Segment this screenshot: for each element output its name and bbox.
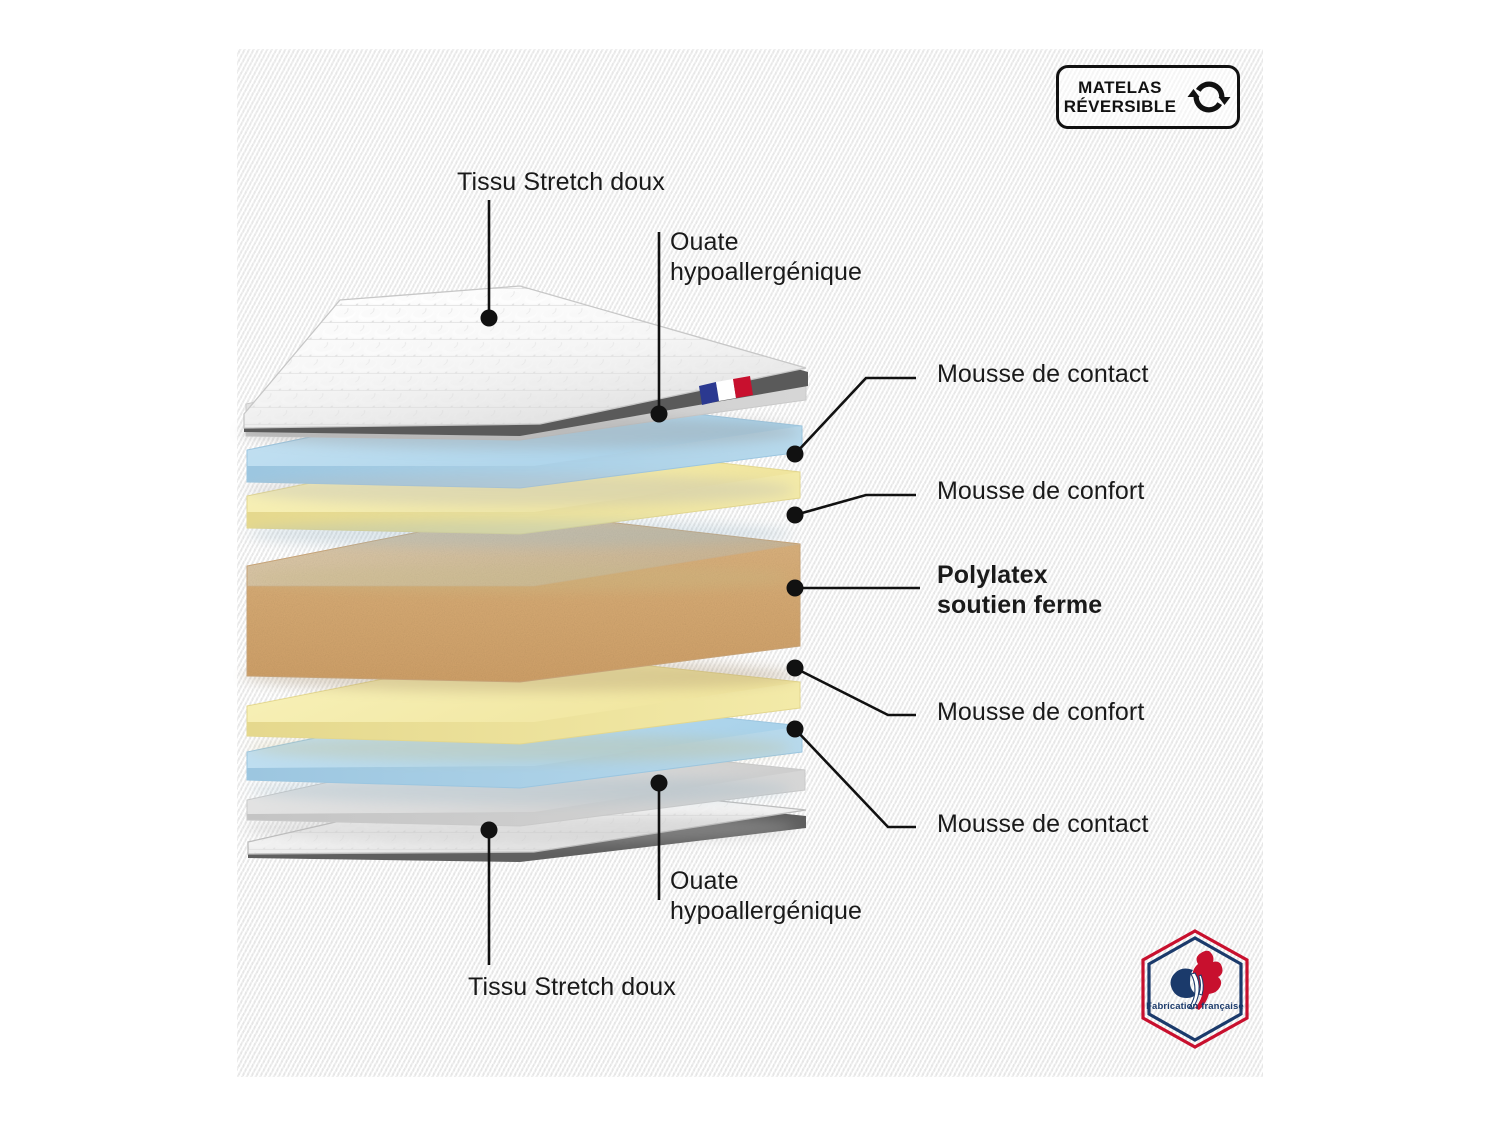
label-mousse-de-confort-bottom: Mousse de confort	[937, 698, 1145, 726]
fabrication-francaise-caption: Fabrication française	[1146, 1001, 1244, 1012]
fabrication-francaise-badge: Fabrication française	[1133, 927, 1257, 1051]
matelas-reversible-badge: MATELAS RÉVERSIBLE	[1056, 65, 1240, 129]
label-mousse-de-confort-top: Mousse de confort	[937, 477, 1145, 505]
label-ouate-hypoallergenique-bottom: Ouate hypoallergénique	[670, 867, 863, 925]
label-mousse-de-contact-bottom: Mousse de contact	[937, 810, 1149, 838]
label-tissu-stretch-doux-bottom: Tissu Stretch doux	[468, 973, 676, 1001]
badge-line2: RÉVERSIBLE	[1063, 97, 1177, 116]
refresh-cycle-icon	[1187, 81, 1231, 113]
rooster-hexagon-icon	[1141, 929, 1249, 1049]
badge-line1: MATELAS	[1078, 77, 1162, 97]
label-mousse-de-contact-top: Mousse de contact	[937, 360, 1149, 388]
label-tissu-stretch-doux-top: Tissu Stretch doux	[457, 168, 665, 196]
label-ouate-hypoallergenique-top: Ouate hypoallergénique	[670, 228, 863, 286]
label-polylatex-soutien-ferme: Polylatex soutien ferme	[937, 561, 1103, 619]
